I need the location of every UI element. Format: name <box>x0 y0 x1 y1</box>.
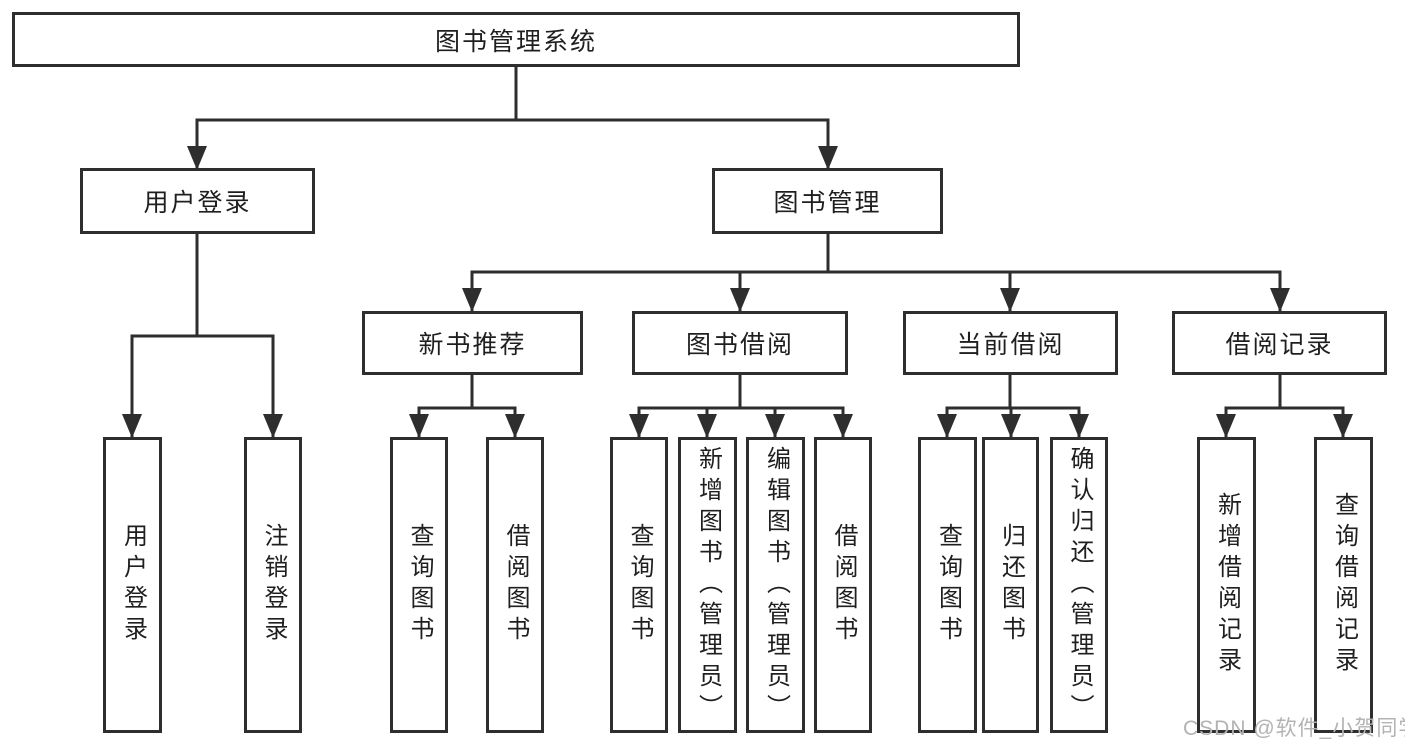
node-label: 新书推荐 <box>418 331 527 359</box>
leaf-label: 归还图书 <box>997 523 1025 647</box>
arrow-icon <box>1069 414 1089 438</box>
arrow-icon <box>818 146 838 170</box>
node-root-label: 图书管理系统 <box>434 27 597 56</box>
connector-userlogin-split <box>130 334 275 438</box>
leaf-label: 用户登录 <box>119 523 147 647</box>
node-label: 图书管理 <box>773 189 882 217</box>
arrow-icon <box>409 414 429 438</box>
arrow-icon <box>263 414 283 438</box>
arrow-icon <box>629 414 649 438</box>
leaf-add-books-admin: 新增图书（管理员） <box>678 437 737 733</box>
leaf-edit-books-admin: 编辑图书（管理员） <box>746 437 805 733</box>
connector-root-split <box>195 118 830 170</box>
arrow-icon <box>1333 414 1353 438</box>
node-label: 图书借阅 <box>685 331 794 359</box>
leaf-label: 编辑图书（管理员） <box>762 445 790 725</box>
leaf-return-books: 归还图书 <box>982 437 1039 733</box>
arrowheads <box>122 146 1353 438</box>
leaf-query-borrow-record: 查询借阅记录 <box>1314 437 1373 733</box>
leaf-query-books-current: 查询图书 <box>918 437 977 733</box>
node-label: 当前借阅 <box>956 331 1065 359</box>
arrow-icon <box>833 414 853 438</box>
node-borrow-records: 借阅记录 <box>1172 311 1387 375</box>
leaf-label: 确认归还（管理员） <box>1066 445 1093 725</box>
leaf-label: 查询图书 <box>934 523 962 647</box>
arrow-icon <box>697 414 717 438</box>
leaf-add-borrow-record: 新增借阅记录 <box>1197 437 1256 733</box>
connector-records-split <box>1224 406 1345 438</box>
leaf-label: 查询图书 <box>406 523 433 647</box>
leaf-confirm-return-admin: 确认归还（管理员） <box>1050 437 1108 733</box>
arrow-icon <box>1216 414 1236 438</box>
arrow-icon <box>122 414 142 438</box>
arrow-icon <box>730 288 750 312</box>
connector-borrowing-split <box>637 406 845 438</box>
leaf-label: 借阅图书 <box>502 523 529 647</box>
node-root: 图书管理系统 <box>12 12 1020 67</box>
node-book-borrowing: 图书借阅 <box>632 311 848 375</box>
node-new-book-recommend: 新书推荐 <box>362 311 583 375</box>
arrow-icon <box>505 414 525 438</box>
arrow-icon <box>1000 288 1020 312</box>
leaf-query-books-borrowing: 查询图书 <box>610 437 668 733</box>
arrow-icon <box>462 288 482 312</box>
node-book-management: 图书管理 <box>712 168 943 234</box>
leaf-label: 注销登录 <box>260 523 287 647</box>
arrow-icon <box>937 414 957 438</box>
connector-newbooks-split <box>417 406 517 438</box>
leaf-borrow-books-recommend: 借阅图书 <box>486 437 544 733</box>
node-user-login: 用户登录 <box>80 168 315 234</box>
leaf-label: 借阅图书 <box>830 523 857 647</box>
watermark: CSDN @软件_小贺同学 <box>1183 717 1405 740</box>
leaf-label: 新增借阅记录 <box>1213 492 1241 678</box>
leaf-user-login: 用户登录 <box>103 437 162 733</box>
node-label: 用户登录 <box>143 189 252 217</box>
node-label: 借阅记录 <box>1225 331 1334 359</box>
connector-bookmgmt-split <box>470 270 1282 312</box>
leaf-label: 查询图书 <box>626 523 653 647</box>
leaf-query-books-recommend: 查询图书 <box>390 437 448 733</box>
leaf-logout: 注销登录 <box>244 437 302 733</box>
arrow-icon <box>187 146 207 170</box>
arrow-icon <box>1001 414 1021 438</box>
node-current-borrowing: 当前借阅 <box>903 311 1118 375</box>
leaf-borrow-books: 借阅图书 <box>814 437 872 733</box>
leaf-label: 查询借阅记录 <box>1330 492 1358 678</box>
arrow-icon <box>1270 288 1290 312</box>
leaf-label: 新增图书（管理员） <box>694 445 722 725</box>
arrow-icon <box>765 414 785 438</box>
